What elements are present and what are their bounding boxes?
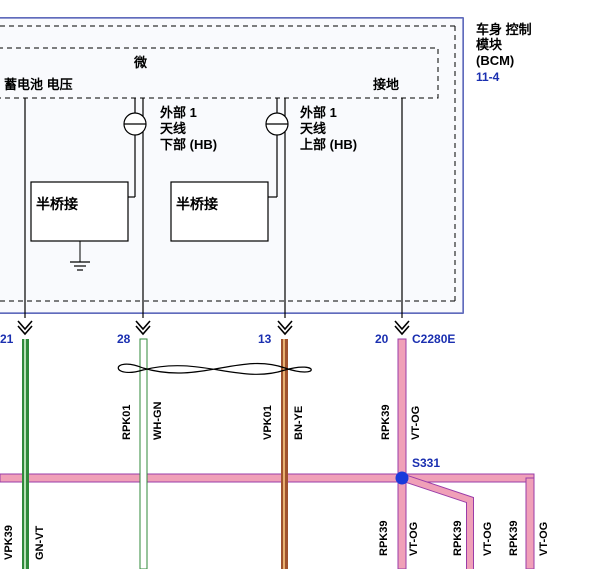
splice-dot [395, 471, 409, 485]
ground-label: 接地 [373, 77, 400, 92]
wire-gn-vt-stripe [24, 339, 26, 569]
pin-20: 20 [375, 332, 389, 346]
connector-pin-20-chevron [394, 320, 410, 336]
wire-color-bn-ye: BN-YE [293, 405, 305, 440]
half-bridge-box-2 [170, 181, 269, 242]
antenna1-label-3: 下部 (HB) [160, 137, 218, 152]
antenna2-label-2: 天线 [300, 121, 327, 136]
connector-pin-28-chevron [135, 320, 151, 336]
wire-wh-gn [139, 338, 148, 569]
half-bridge-label-2: 半桥接 [176, 196, 218, 212]
wire-circuit-rpk39-lower-2: RPK39 [452, 520, 464, 556]
wire-vt-og [397, 338, 407, 569]
bcm-shadow [0, 18, 463, 313]
wire-circuit-vpk01: VPK01 [262, 405, 274, 440]
wire-circuit-rpk39-lower-1: RPK39 [378, 520, 390, 556]
wire-color-wh-gn: WH-GN [152, 401, 164, 441]
twisted-pair-icon [117, 362, 312, 375]
wire-color-vt-og-lower-1: VT-OG [408, 521, 420, 556]
wire-circuit-rpk39-lower-3: RPK39 [508, 520, 520, 556]
antenna2-label-1: 外部 1 [300, 105, 337, 120]
half-bridge-box-1 [30, 181, 129, 242]
wire-circuit-vpk39: VPK39 [3, 525, 15, 560]
micro-label: 微 [134, 55, 148, 70]
wire-color-gn-vt: GN-VT [34, 525, 46, 560]
module-title-line2: 模块 [476, 37, 503, 52]
half-bridge-label-1: 半桥接 [36, 196, 78, 212]
antenna1-label-1: 外部 1 [160, 105, 197, 120]
wire-vt-og-branch-2 [525, 477, 535, 569]
splice-id: S331 [412, 456, 441, 470]
antenna1-label-2: 天线 [160, 121, 187, 136]
bcm-module-frame [0, 17, 464, 314]
connector-pin-13-chevron [277, 320, 293, 336]
module-title-line1: 车身 控制 [476, 22, 532, 37]
wire-color-vt-og-lower-3: VT-OG [538, 521, 550, 556]
wire-vt-og-branch-1-core [403, 475, 473, 569]
connector-id: C2280E [412, 332, 456, 346]
module-title-line3: (BCM) [476, 53, 515, 68]
wire-color-vt-og-upper: VT-OG [410, 405, 422, 440]
wire-color-vt-og-lower-2: VT-OG [482, 521, 494, 556]
connector-pin-21-chevron [17, 320, 33, 336]
pin-21: 21 [0, 332, 14, 346]
wire-circuit-rpk01: RPK01 [121, 404, 133, 440]
wire-bn-ye-stripe [283, 339, 285, 569]
pink-bus [0, 473, 535, 483]
wire-circuit-rpk39-upper: RPK39 [380, 404, 392, 440]
battery-label: 蓄电池 电压 [4, 77, 73, 92]
antenna2-label-3: 上部 (HB) [300, 137, 358, 152]
module-page-ref: 11-4 [476, 70, 500, 84]
pin-28: 28 [117, 332, 131, 346]
micro-box [0, 47, 439, 99]
pin-13: 13 [258, 332, 272, 346]
